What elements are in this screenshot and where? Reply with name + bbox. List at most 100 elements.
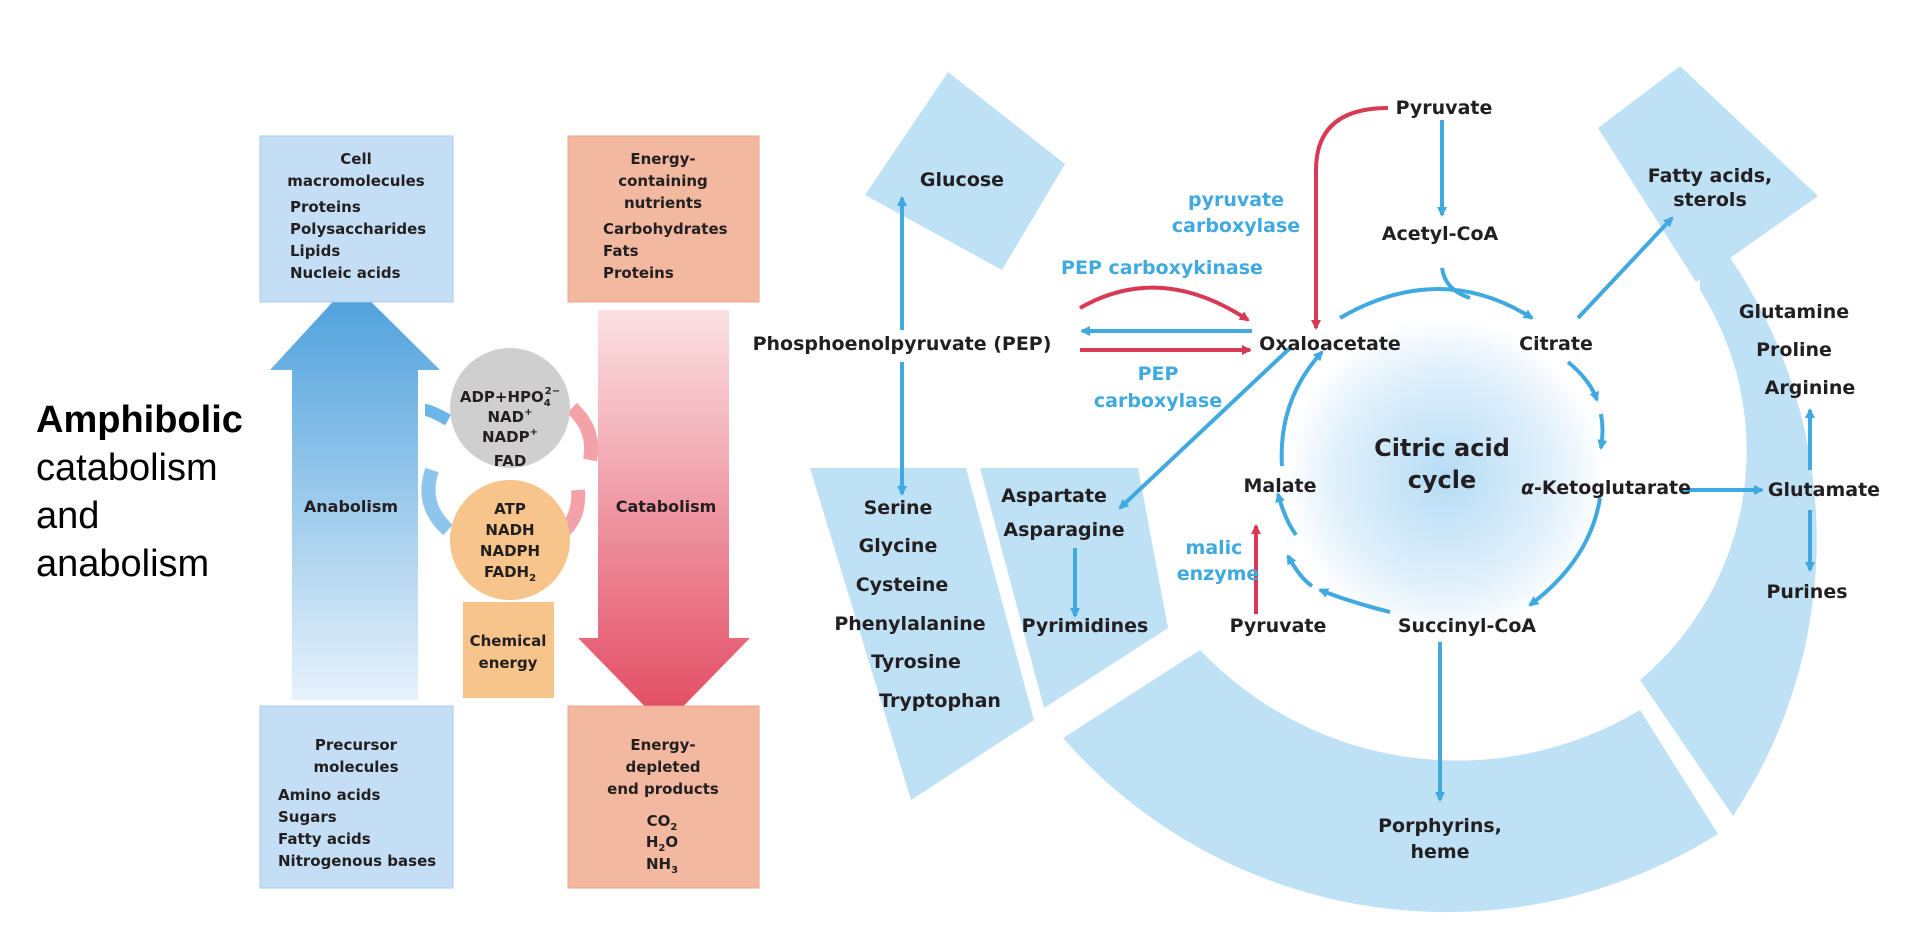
nh3-label: NH3 — [646, 855, 678, 876]
phenylalanine-label: Phenylalanine — [834, 613, 985, 635]
proline-label: Proline — [1756, 339, 1832, 361]
precursor-heading-1: Precursor — [315, 736, 398, 754]
succinyl-coa-label: Succinyl-CoA — [1398, 615, 1537, 637]
heme-label: heme — [1410, 841, 1469, 863]
bottom-arc-sector — [1063, 650, 1718, 913]
pep-carboxylase-label-1: PEP — [1138, 363, 1179, 385]
oxaloacetate-label: Oxaloacetate — [1259, 333, 1401, 355]
nutrient-item: Carbohydrates — [603, 220, 728, 238]
adp-label: ADP+HPO42− — [460, 386, 560, 409]
glutamine-label: Glutamine — [1739, 301, 1849, 323]
oaa-to-citrate-arrow — [1338, 287, 1534, 320]
nutrient-item: Proteins — [603, 264, 674, 282]
precursor-item: Sugars — [278, 808, 337, 826]
malate-label: Malate — [1243, 475, 1316, 497]
pep-label: Phosphoenolpyruvate (PEP) — [753, 333, 1052, 355]
cell-item: Proteins — [290, 198, 361, 216]
nadh-label: NADH — [485, 521, 534, 539]
pyruvate-bottom-label: Pyruvate — [1230, 615, 1327, 637]
serine-label: Serine — [864, 497, 933, 519]
depleted-heading-1: Energy- — [630, 736, 695, 754]
pyruvate-carboxylase-label-1: pyruvate — [1188, 189, 1284, 211]
nad-label: NAD+ — [487, 407, 532, 426]
pyrimidines-label: Pyrimidines — [1022, 615, 1149, 637]
pep-carboxylase-label-2: carboxylase — [1094, 390, 1222, 412]
precursor-item: Fatty acids — [278, 830, 371, 848]
nutrients-heading-1: Energy- — [630, 150, 695, 168]
anabolism-cycle-arrow-2 — [424, 404, 451, 426]
aspartate-label: Aspartate — [1001, 485, 1107, 507]
anabolism-arrow — [270, 282, 440, 700]
akg-step-arrow — [1597, 413, 1608, 450]
pep-carboxykinase-label: PEP carboxykinase — [1061, 257, 1263, 279]
porphyrins-label: Porphyrins, — [1378, 815, 1502, 837]
glutamate-label: Glutamate — [1768, 479, 1880, 501]
fatty-acids-label: Fatty acids, — [1648, 165, 1773, 187]
acetyl-coa-label: Acetyl-CoA — [1382, 223, 1499, 245]
right-arc-sector — [1640, 218, 1817, 816]
nutrient-item: Fats — [603, 242, 639, 260]
fatty-acids-sector — [1598, 66, 1818, 282]
cell-item: Lipids — [290, 242, 340, 260]
cycle-label: cycle — [1408, 466, 1477, 494]
pyruvate-top-label: Pyruvate — [1396, 97, 1493, 119]
depleted-heading-2: depleted — [625, 758, 700, 776]
depleted-heading-3: end products — [607, 780, 719, 798]
nutrients-heading-3: nutrients — [624, 194, 702, 212]
citrate-to-akg-arrow — [1566, 360, 1600, 402]
gray-cofactor-circle — [450, 348, 570, 468]
cell-item: Nucleic acids — [290, 264, 401, 282]
precursor-heading-2: molecules — [313, 758, 398, 776]
cell-heading-2: macromolecules — [287, 172, 424, 190]
title-line-1: catabolism — [36, 447, 218, 489]
catabolism-label: Catabolism — [616, 497, 717, 516]
anabolism-cycle-arrow — [421, 467, 453, 536]
nadph-label: NADPH — [480, 542, 540, 560]
h2o-label: H2O — [646, 833, 678, 854]
akg-to-succinyl-arrow — [1528, 497, 1602, 607]
akg-label: α-Ketoglutarate — [1521, 477, 1691, 499]
malic-enzyme-label-1: malic — [1186, 537, 1243, 559]
cell-heading-1: Cell — [340, 150, 371, 168]
atp-label: ATP — [494, 500, 526, 518]
glucose-sector — [865, 72, 1065, 270]
succinyl-to-malate-arrow — [1318, 588, 1391, 614]
precursor-item: Amino acids — [278, 786, 380, 804]
orange-energy-circle — [450, 480, 570, 600]
fad-label: FAD — [494, 452, 527, 470]
glycine-label: Glycine — [859, 535, 938, 557]
fadh2-label: FADH2 — [484, 563, 536, 584]
catabolism-cycle-arrow — [567, 402, 599, 462]
precursor-item: Nitrogenous bases — [278, 852, 436, 870]
citrate-to-fatty-acids-arrow — [1576, 216, 1674, 320]
acetyl-join-arrow — [1440, 267, 1471, 300]
pyruvate-carboxylase-label-2: carboxylase — [1172, 215, 1300, 237]
citric-cycle-center — [1285, 318, 1605, 638]
chemical-energy-box — [463, 602, 554, 698]
precursor-molecules-box — [259, 705, 454, 889]
tryptophan-label: Tryptophan — [879, 690, 1001, 712]
malate-step-arrow — [1275, 492, 1298, 537]
title-line-3: anabolism — [36, 543, 210, 585]
sterols-label: sterols — [1673, 189, 1747, 211]
cysteine-label: Cysteine — [856, 574, 949, 596]
chemical-label: Chemical — [470, 632, 547, 650]
nutrients-heading-2: containing — [618, 172, 708, 190]
glucose-label: Glucose — [920, 169, 1004, 191]
title-line-2: and — [36, 495, 100, 537]
slide-title: Amphibolic catabolism and anabolism — [36, 396, 243, 588]
cell-item: Polysaccharides — [290, 220, 426, 238]
energy-label: energy — [479, 654, 538, 672]
malate-to-oaa-arrow — [1279, 350, 1324, 467]
title-bold: Amphibolic — [36, 399, 243, 441]
asparagine-label: Asparagine — [1003, 519, 1124, 541]
citrate-label: Citrate — [1519, 333, 1593, 355]
pyruvate-carboxylase-arrow — [1311, 106, 1389, 330]
catabolism-arrow — [578, 310, 750, 726]
cell-macromolecules-box — [259, 135, 454, 303]
energy-nutrients-box — [567, 135, 760, 303]
purines-label: Purines — [1766, 581, 1847, 603]
malic-enzyme-label-2: enzyme — [1177, 563, 1260, 585]
amino-acids-outer-sector — [810, 468, 1034, 800]
